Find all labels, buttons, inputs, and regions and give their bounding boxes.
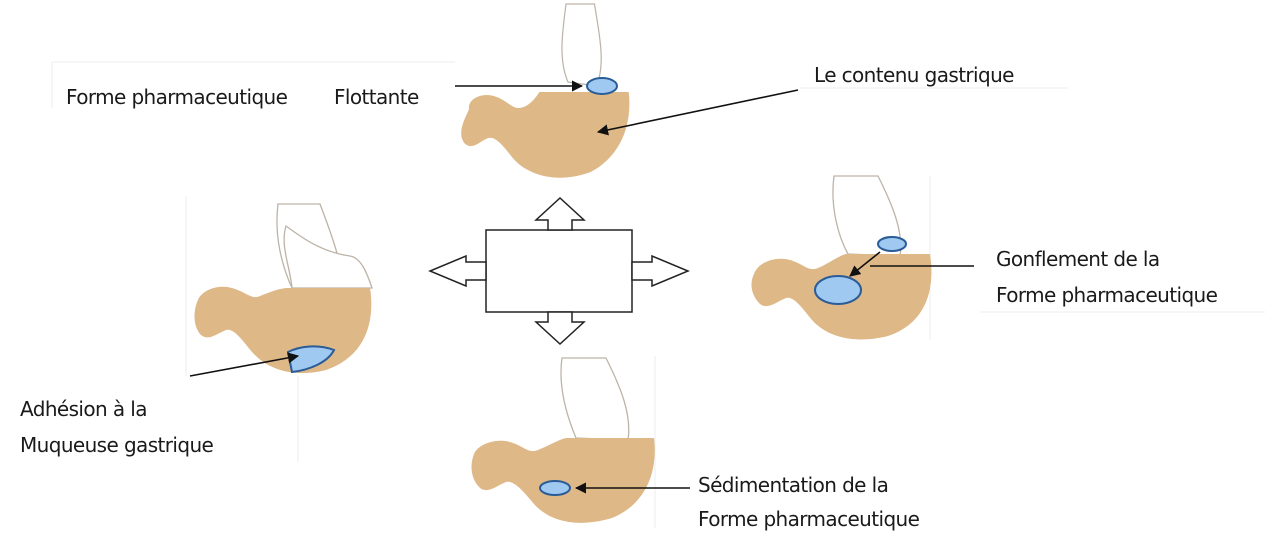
arrow-right xyxy=(632,256,688,286)
dosage-form-sedimented xyxy=(540,481,570,495)
label-sedimentation-line1: Sédimentation de la xyxy=(698,473,888,497)
label-adhesion-line1: Adhésion à la xyxy=(20,397,147,421)
label-floating-right: Flottante xyxy=(334,85,419,109)
dosage-form-swollen xyxy=(815,276,861,304)
stomach-swelling xyxy=(752,176,932,339)
label-gastric-content: Le contenu gastrique xyxy=(814,63,1014,87)
label-swelling-line1: Gonflement de la xyxy=(996,247,1160,271)
stomach-adhesion xyxy=(195,204,373,373)
arrow-up xyxy=(536,198,584,230)
dosage-form-floating xyxy=(587,78,617,94)
label-adhesion-line2: Muqueuse gastrique xyxy=(20,433,214,457)
label-sedimentation-line2: Forme pharmaceutique xyxy=(698,507,920,531)
arrow-left xyxy=(430,256,486,286)
label-swelling-line2: Forme pharmaceutique xyxy=(996,283,1218,307)
label-floating-left: Forme pharmaceutique xyxy=(66,85,288,109)
center-box xyxy=(486,230,632,312)
arrow-down xyxy=(536,312,584,344)
stomach-sedimentation xyxy=(472,358,655,523)
central-mechanism-box xyxy=(430,198,688,344)
dosage-form-small xyxy=(878,237,906,251)
